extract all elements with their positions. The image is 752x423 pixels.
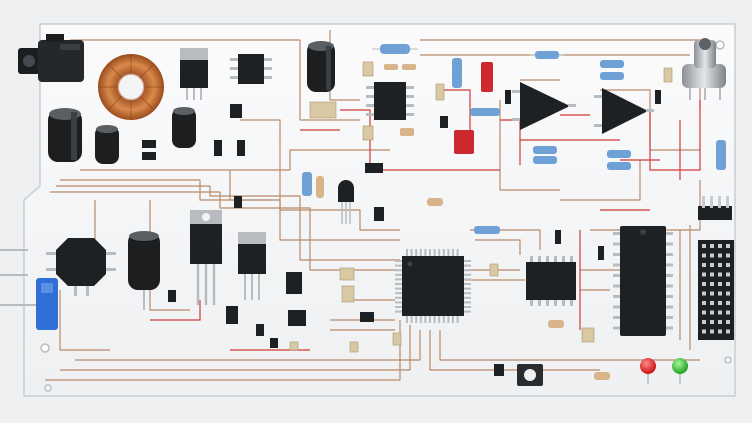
soic-ic-icon [526,256,576,306]
audio-jack-icon [18,34,84,82]
pin-header-icon [698,240,734,340]
potentiometer-icon [36,278,58,330]
red-smd-parts [454,62,493,154]
power-ic-octagon-icon [46,238,116,296]
voltage-regulator-icon [190,210,222,305]
rotary-switch-icon [682,38,726,100]
green-led-icon [672,358,688,384]
tactile-button-icon [517,364,543,386]
small-smd-parts [142,90,661,376]
op-amp-icon [512,82,576,130]
resistor-icon [302,44,726,380]
electrolytic-capacitor-icon [307,41,335,92]
pin-header-icon [698,196,732,220]
voltage-regulator-icon [238,232,266,300]
transistor-icon [338,180,354,224]
dip-ic-icon [613,226,673,336]
voltage-regulator-icon [180,48,208,100]
electrolytic-capacitor-icon [95,125,119,164]
microcontroller-qfp-icon [395,249,471,323]
electrolytic-capacitor-icon [48,108,82,162]
red-led-icon [640,358,656,384]
soic-ic-icon [366,82,414,120]
op-amp-icon [594,88,654,134]
ceramic-capacitors [289,61,673,353]
toroid-inductor-icon [98,54,164,120]
soic-ic-icon [230,54,272,84]
electrolytic-capacitor-icon [128,231,160,310]
edge-connector-wires [0,249,36,306]
electrolytic-capacitor-icon [172,107,196,148]
